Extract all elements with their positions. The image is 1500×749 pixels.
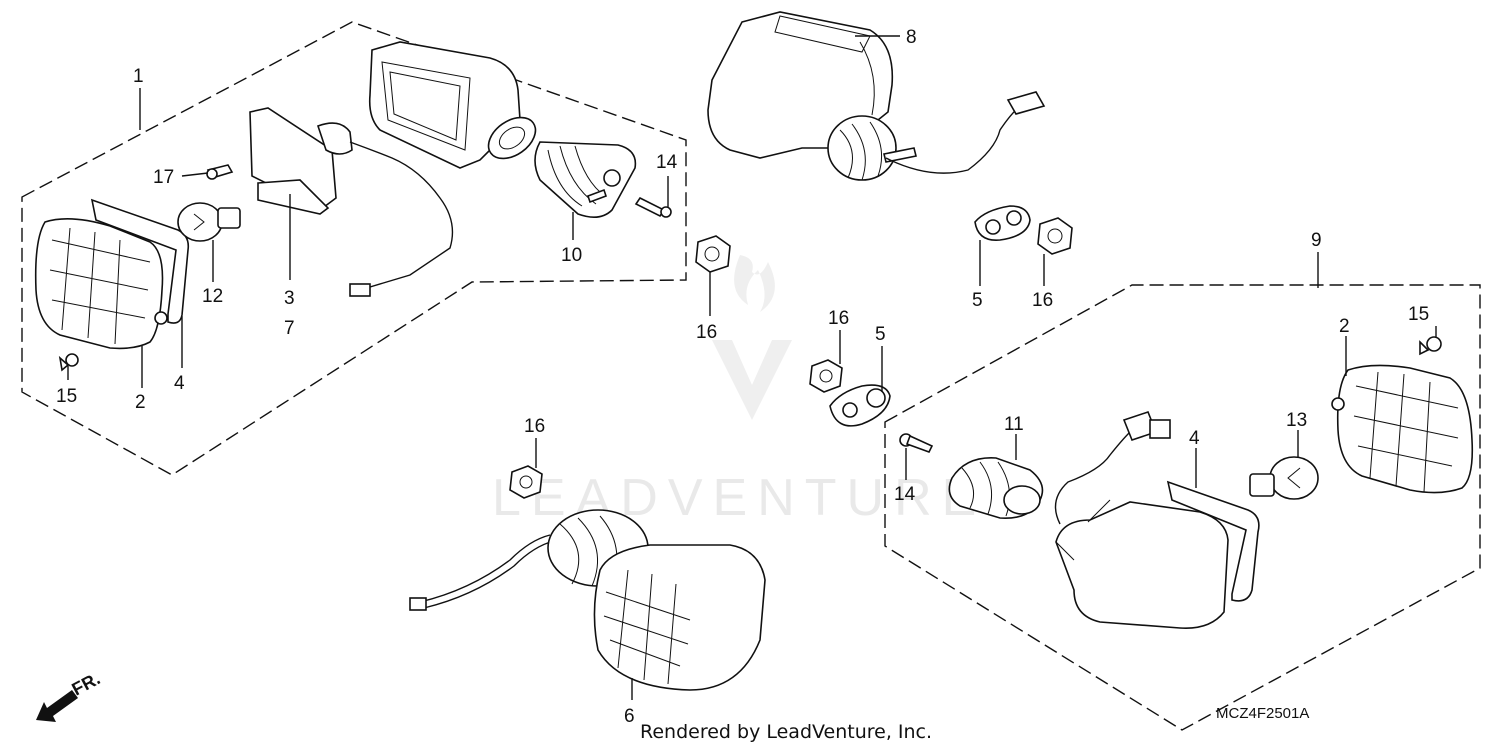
callout-16-c: 16 [828,308,849,329]
callout-9: 9 [1311,230,1322,251]
screw-14-upper [634,196,672,218]
housing-right [1054,411,1229,629]
front-direction-marker: FR. [36,668,103,722]
callout-1: 1 [133,66,144,87]
callout-15-left: 15 [56,386,77,407]
callout-2-right: 2 [1339,316,1350,337]
gasket-right [1166,480,1260,602]
cover-11 [948,457,1044,519]
callout-2-left: 2 [135,392,146,413]
callout-11: 11 [1004,414,1024,435]
plate-5-upper [974,205,1031,241]
left-assembly-boundary [21,21,687,476]
screw-14-lower [899,433,934,453]
turn-signal-8 [707,11,1046,181]
lens-right [1331,364,1474,494]
screw-15-right [1419,336,1442,356]
diagram-code: MCZ4F2501A [1216,705,1309,722]
bulb-12 [177,202,241,242]
callout-12: 12 [202,286,223,307]
nut-16-d [509,465,543,499]
watermark: LEADVENTURE [492,255,976,527]
housing-left [368,41,537,169]
turn-signal-6 [409,509,766,691]
lens-left [34,218,168,350]
callout-16-b: 16 [1032,290,1053,311]
credit-text: Rendered by LeadVenture, Inc. [640,721,932,743]
bulb-13 [1249,456,1319,500]
callout-16-a: 16 [696,322,717,343]
callout-14-upper: 14 [656,152,678,173]
socket-plate [249,107,454,297]
nut-16-a [695,235,731,273]
plate-5-center [829,384,891,427]
right-assembly-boundary [884,284,1481,731]
callouts: 1 17 12 3 7 2 4 15 10 14 8 16 5 16 16 5 … [56,27,1429,727]
callout-6: 6 [624,706,635,727]
callout-14-lower: 14 [894,484,916,505]
callout-4-left: 4 [174,373,185,394]
screw-15-left [58,353,79,372]
nut-16-b [1037,217,1073,255]
cover-10 [534,141,637,218]
callout-7: 7 [284,318,295,339]
nut-16-c [809,359,843,393]
callout-10: 10 [561,245,582,266]
screw-17 [206,164,234,180]
callout-15-right: 15 [1408,304,1429,325]
callout-4-right: 4 [1189,428,1200,449]
callout-3: 3 [284,288,295,309]
callout-5-b: 5 [875,324,886,345]
callout-16-d: 16 [524,416,545,437]
front-arrow-icon [36,690,78,722]
callout-5-a: 5 [972,290,983,311]
callout-8: 8 [906,27,917,48]
leader-lines [67,35,1437,700]
callout-17: 17 [153,167,174,188]
callout-13: 13 [1286,410,1307,431]
